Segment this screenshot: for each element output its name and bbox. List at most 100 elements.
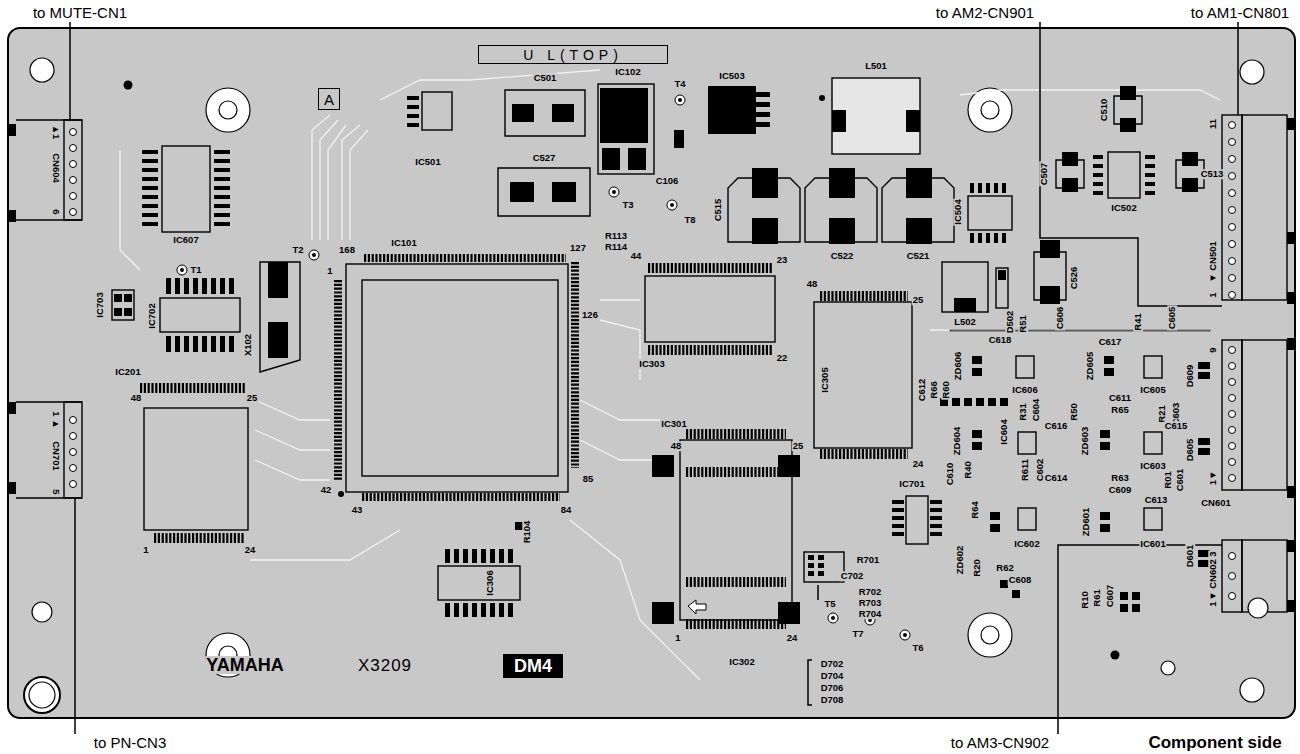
- part-reference: IC605: [1139, 385, 1166, 395]
- part-reference: C604: [1031, 398, 1041, 423]
- part-reference: C106: [655, 176, 680, 186]
- part-reference: 85: [582, 474, 595, 484]
- part-reference: C605: [1167, 306, 1177, 331]
- part-reference: 126: [581, 310, 599, 320]
- part-reference: C612: [917, 378, 927, 403]
- part-reference: D605: [1185, 438, 1195, 463]
- part-reference: 5: [51, 488, 61, 495]
- part-reference: IC303: [638, 359, 665, 369]
- part-reference: R702: [858, 587, 883, 597]
- part-reference: R63: [1110, 473, 1129, 483]
- part-reference: C601: [1175, 468, 1185, 493]
- part-reference: IC101: [390, 238, 417, 248]
- part-reference: 24: [244, 545, 257, 555]
- part-reference: 48: [130, 393, 143, 403]
- part-reference: ▼ CN602: [1208, 558, 1218, 602]
- part-reference: T8: [683, 215, 696, 225]
- side-note: Component side: [1147, 734, 1282, 751]
- part-reference: 24: [786, 633, 799, 643]
- part-reference: 25: [792, 441, 805, 451]
- part-reference: D704: [820, 671, 845, 681]
- part-reference: R01: [1163, 470, 1173, 489]
- part-reference: CN701: [51, 440, 61, 472]
- part-reference: 1: [1208, 291, 1218, 298]
- part-reference: C614: [1044, 473, 1069, 483]
- part-reference: IC503: [718, 71, 745, 81]
- connection-note: to MUTE-CN1: [32, 5, 128, 20]
- part-reference: ▲1: [51, 124, 61, 141]
- box-text: A: [324, 92, 334, 107]
- part-reference: C611: [1108, 393, 1132, 403]
- connection-note: to AM3-CN902: [950, 735, 1050, 750]
- part-reference: CN601: [1200, 498, 1232, 508]
- part-reference: IC606: [1011, 385, 1038, 395]
- part-reference: 3: [1208, 550, 1218, 557]
- part-reference: IC102: [614, 67, 641, 77]
- part-reference: ZD602: [955, 545, 965, 576]
- part-reference: ZD605: [1085, 351, 1095, 382]
- part-reference: R114: [604, 242, 628, 252]
- part-reference: R51: [1018, 314, 1028, 333]
- part-reference: T6: [911, 643, 924, 653]
- part-reference: IC601: [1139, 539, 1166, 549]
- part-reference: IC201: [114, 367, 141, 377]
- part-reference: ZD606: [953, 351, 963, 382]
- part-reference: ZD603: [1080, 426, 1090, 457]
- model-badge: DM4: [503, 654, 563, 678]
- part-reference: R20: [972, 558, 982, 577]
- part-reference: C702: [840, 571, 865, 581]
- part-reference: D708: [820, 695, 845, 705]
- part-reference: C615: [1164, 421, 1189, 431]
- part-reference: 25: [246, 393, 259, 403]
- part-reference: C510: [1099, 98, 1109, 123]
- part-reference: 43: [351, 505, 364, 515]
- part-reference: R704: [858, 609, 883, 619]
- box-text: DM4: [514, 657, 552, 675]
- part-reference: ZD604: [952, 426, 962, 457]
- part-reference: C618: [988, 335, 1013, 345]
- connection-note: to PN-CN3: [93, 735, 168, 750]
- board-number: X3209: [357, 657, 413, 674]
- part-reference: C515: [713, 198, 723, 223]
- part-reference: 168: [338, 245, 356, 255]
- part-reference: ▼ CN501: [1208, 240, 1218, 284]
- part-reference: IC604: [999, 418, 1009, 445]
- part-reference: IC502: [1110, 203, 1137, 213]
- part-reference: IC501: [414, 157, 441, 167]
- part-reference: 6: [51, 208, 61, 215]
- part-reference: 42: [320, 485, 333, 495]
- part-reference: R41: [1133, 312, 1143, 331]
- part-reference: C616: [1044, 421, 1069, 431]
- part-reference: 11: [1208, 118, 1218, 130]
- part-reference: R10: [1080, 590, 1090, 609]
- part-reference: IC302: [728, 657, 755, 667]
- part-reference: T1: [189, 265, 202, 275]
- part-reference: C613: [1144, 495, 1169, 505]
- board-side-box: U L(TOP): [478, 45, 668, 64]
- brand-logo: YAMAHA: [205, 656, 284, 674]
- part-reference: 25: [912, 295, 925, 305]
- part-reference: 23: [776, 255, 789, 265]
- part-reference: R104: [522, 520, 532, 545]
- part-reference: 48: [670, 441, 683, 451]
- part-reference: D702: [820, 659, 845, 669]
- part-reference: R62: [995, 563, 1014, 573]
- part-reference: T4: [673, 79, 686, 89]
- part-reference: 48: [806, 279, 819, 289]
- part-reference: 1▼: [1208, 470, 1218, 487]
- part-reference: C501: [533, 73, 558, 83]
- part-reference: 1: [1208, 600, 1218, 607]
- part-reference: C610: [945, 462, 955, 487]
- part-reference: R65: [1110, 405, 1129, 415]
- part-reference: R703: [858, 598, 883, 608]
- part-reference: D706: [820, 683, 845, 693]
- board-marker-box: A: [318, 88, 340, 110]
- part-reference: C522: [830, 251, 855, 261]
- part-reference: R31: [1018, 402, 1028, 421]
- part-reference: R60: [941, 380, 951, 399]
- part-reference: IC504: [953, 198, 963, 225]
- part-reference: 9: [1208, 346, 1218, 353]
- part-reference: C526: [1069, 266, 1079, 291]
- part-reference: 22: [776, 353, 789, 363]
- part-reference: C513: [1200, 169, 1225, 179]
